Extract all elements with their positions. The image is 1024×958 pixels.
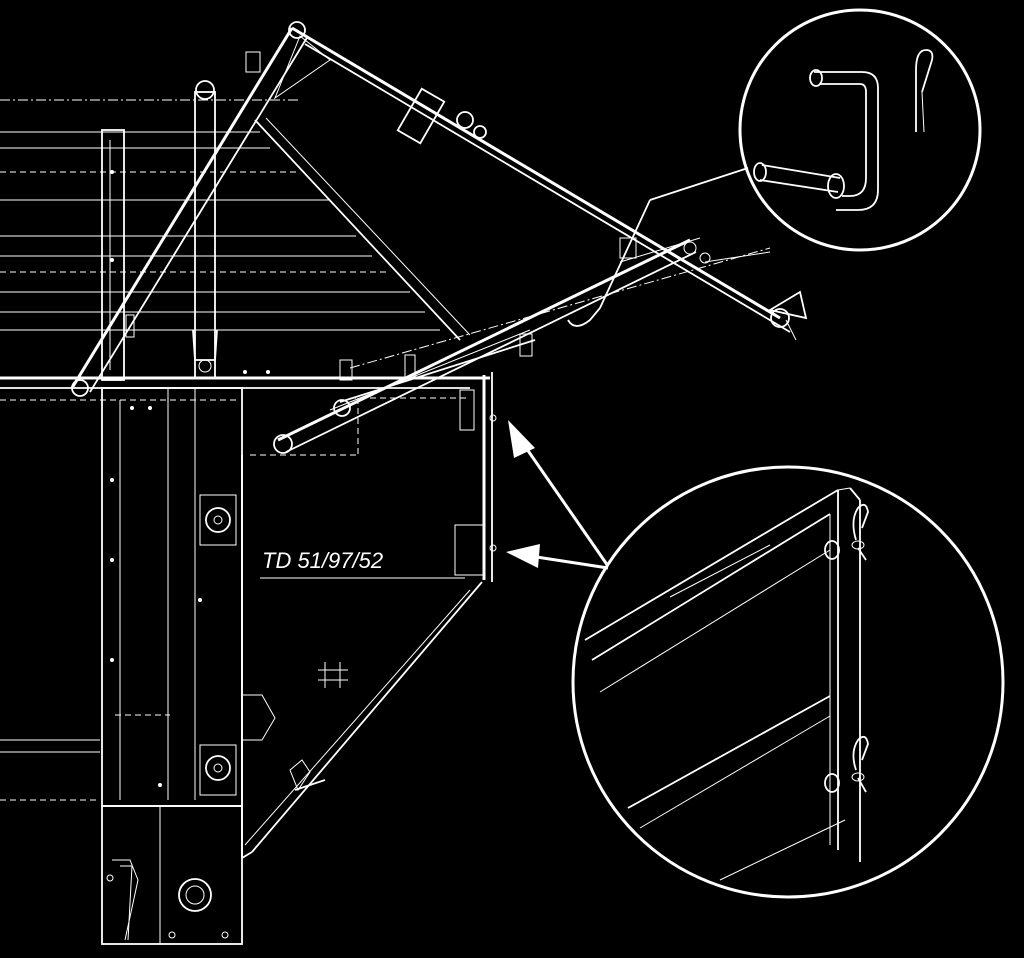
hydraulic-arm xyxy=(273,237,771,454)
arrow-left-icon xyxy=(506,544,540,568)
deck-rails xyxy=(0,99,471,341)
arrow-up-icon xyxy=(508,420,535,458)
panel-closeup xyxy=(584,487,869,881)
r-clip-icon xyxy=(915,49,934,133)
lower-frame xyxy=(0,387,276,945)
rivets xyxy=(110,170,270,787)
hinge-detail-callout xyxy=(506,420,1005,899)
model-label: TD 51/97/52 xyxy=(262,548,383,573)
vertical-posts xyxy=(101,80,218,381)
side-compartment xyxy=(244,372,497,853)
lock-pin-icon xyxy=(753,69,879,211)
diagonal-strut xyxy=(70,21,309,397)
pin-detail-callout xyxy=(599,8,982,309)
top-boom xyxy=(273,26,808,341)
